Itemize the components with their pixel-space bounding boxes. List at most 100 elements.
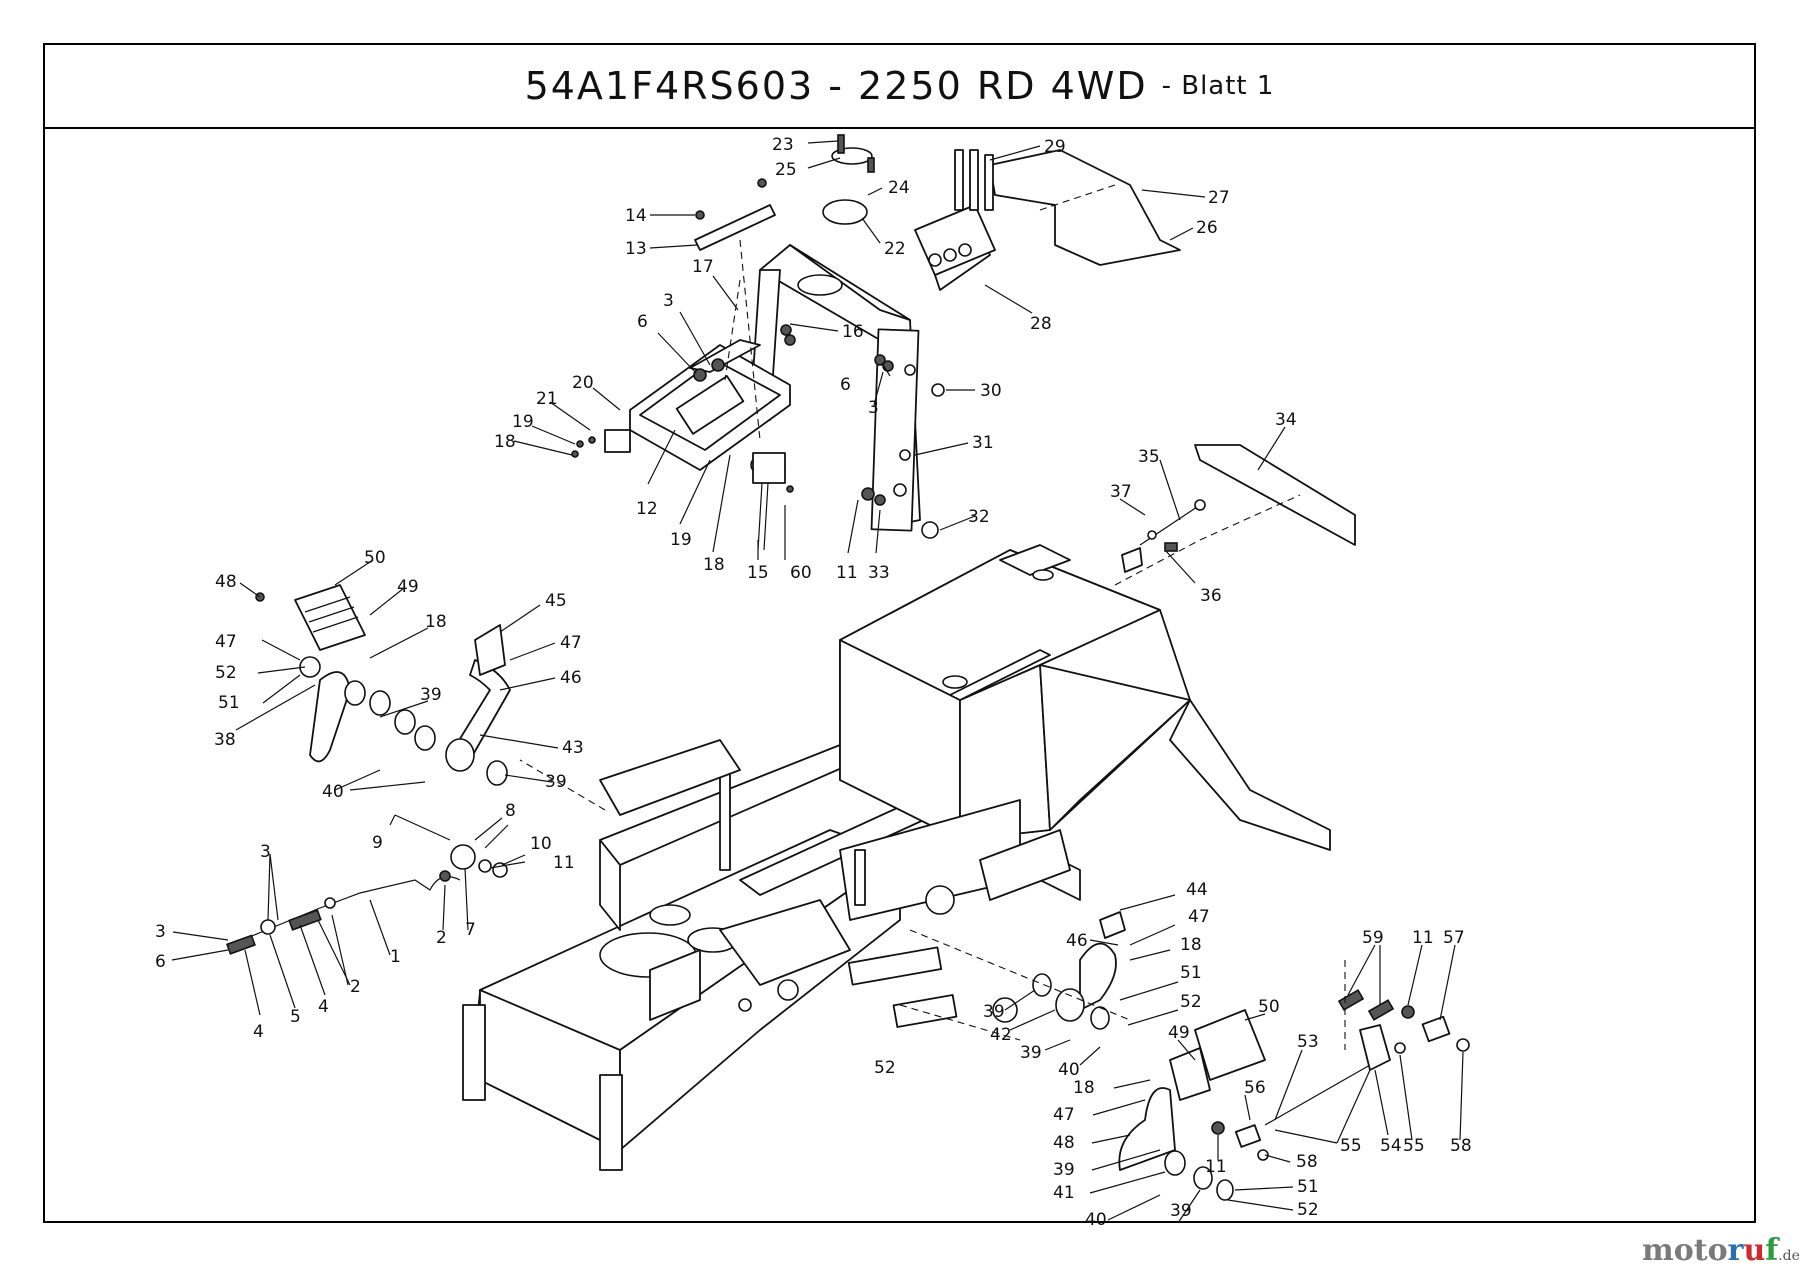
callout-56: 56 xyxy=(1244,1078,1266,1098)
callout-49-left: 49 xyxy=(397,577,419,597)
callout-7: 7 xyxy=(465,920,476,940)
callout-39-right-d: 39 xyxy=(1170,1201,1192,1221)
callout-2-right: 2 xyxy=(436,928,447,948)
callout-5: 5 xyxy=(290,1007,301,1027)
callout-2-left: 2 xyxy=(350,977,361,997)
callout-11-column: 11 xyxy=(836,563,858,583)
callout-44: 44 xyxy=(1186,880,1208,900)
callout-48-right: 48 xyxy=(1053,1133,1075,1153)
callout-58-left: 58 xyxy=(1296,1152,1318,1172)
callout-6-column: 6 xyxy=(840,375,851,395)
assembly-lines xyxy=(519,184,1346,1050)
callout-47-right-lower: 47 xyxy=(1053,1105,1075,1125)
footplate xyxy=(1194,444,1356,546)
callout-34: 34 xyxy=(1275,410,1297,430)
linkage-rod xyxy=(225,814,508,955)
callout-10: 10 xyxy=(530,834,552,854)
callout-13: 13 xyxy=(625,239,647,259)
callout-1: 1 xyxy=(390,947,401,967)
callout-47-left: 47 xyxy=(215,632,237,652)
sheet-label: - Blatt 1 xyxy=(1161,71,1275,101)
callout-3-spring-top: 3 xyxy=(260,842,271,862)
callout-53: 53 xyxy=(1297,1032,1319,1052)
callout-50-right: 50 xyxy=(1258,997,1280,1017)
callout-12: 12 xyxy=(636,499,658,519)
small-hardware xyxy=(571,324,1206,573)
watermark-part-a: moto xyxy=(1642,1233,1728,1268)
callout-45: 45 xyxy=(545,591,567,611)
callout-46-right: 46 xyxy=(1066,931,1088,951)
callout-43: 43 xyxy=(562,738,584,758)
callout-18-right-pedal: 18 xyxy=(1180,935,1202,955)
callout-59: 59 xyxy=(1362,928,1384,948)
callout-33: 33 xyxy=(868,563,890,583)
watermark-tld: .de xyxy=(1778,1248,1800,1264)
callout-51-left: 51 xyxy=(218,693,240,713)
callout-36: 36 xyxy=(1200,586,1222,606)
callout-46-left: 46 xyxy=(560,668,582,688)
callout-23: 23 xyxy=(772,135,794,155)
right-pedal-assembly xyxy=(1032,911,1470,1201)
callout-labels: 23 25 24 29 27 26 14 13 22 17 28 3 6 16 … xyxy=(155,135,1472,1230)
callout-28: 28 xyxy=(1030,314,1052,334)
callout-55-right: 55 xyxy=(1403,1136,1425,1156)
callout-6-battery: 6 xyxy=(637,312,648,332)
callout-39-left-top: 39 xyxy=(420,685,442,705)
drawing-frame: 54A1F4RS603 - 2250 RD 4WD - Blatt 1 xyxy=(43,43,1756,1223)
watermark-part-b: r xyxy=(1727,1233,1744,1268)
watermark-part-d: f xyxy=(1765,1233,1779,1268)
callout-35: 35 xyxy=(1138,447,1160,467)
callout-38: 38 xyxy=(214,730,236,750)
callout-48-left: 48 xyxy=(215,572,237,592)
callout-57: 57 xyxy=(1443,928,1465,948)
callout-26: 26 xyxy=(1196,218,1218,238)
callout-52-chassis: 52 xyxy=(874,1058,896,1078)
callout-39-left-bottom: 39 xyxy=(545,772,567,792)
callout-31: 31 xyxy=(972,433,994,453)
title-bar: 54A1F4RS603 - 2250 RD 4WD - Blatt 1 xyxy=(45,45,1754,129)
watermark-part-c: u xyxy=(1743,1233,1766,1268)
callout-16: 16 xyxy=(842,322,864,342)
callout-8: 8 xyxy=(505,801,516,821)
callout-4-right: 4 xyxy=(318,997,329,1017)
callout-39-right-b: 39 xyxy=(1020,1043,1042,1063)
callout-18-top: 18 xyxy=(494,432,516,452)
callout-52-right-lower: 52 xyxy=(1297,1200,1319,1220)
callout-50-left: 50 xyxy=(364,548,386,568)
callout-41: 41 xyxy=(1053,1183,1075,1203)
callout-55-left: 55 xyxy=(1340,1136,1362,1156)
callout-51-right-lower: 51 xyxy=(1297,1177,1319,1197)
callout-51-right: 51 xyxy=(1180,963,1202,983)
callout-19-top: 19 xyxy=(512,412,534,432)
callout-49-right: 49 xyxy=(1168,1023,1190,1043)
callout-40-right: 40 xyxy=(1058,1060,1080,1080)
callout-39-right-a: 39 xyxy=(983,1002,1005,1022)
callout-22: 22 xyxy=(884,239,906,259)
callout-3-battery: 3 xyxy=(663,291,674,311)
callout-18-bottom: 18 xyxy=(703,555,725,575)
callout-40-left: 40 xyxy=(322,782,344,802)
callout-18-right-lower: 18 xyxy=(1073,1078,1095,1098)
callout-14: 14 xyxy=(625,206,647,226)
callout-24: 24 xyxy=(888,178,910,198)
callout-15: 15 xyxy=(747,563,769,583)
callout-52-right: 52 xyxy=(1180,992,1202,1012)
callout-47-right: 47 xyxy=(560,633,582,653)
callout-42: 42 xyxy=(990,1025,1012,1045)
callout-20: 20 xyxy=(572,373,594,393)
callout-3-column: 3 xyxy=(868,398,879,418)
callout-58-right: 58 xyxy=(1450,1136,1472,1156)
callout-27: 27 xyxy=(1208,188,1230,208)
callout-11-right-b: 11 xyxy=(1205,1157,1227,1177)
callout-21: 21 xyxy=(536,389,558,409)
steering-column-support xyxy=(749,244,921,532)
callout-32: 32 xyxy=(968,507,990,527)
callout-37: 37 xyxy=(1110,482,1132,502)
callout-4-left: 4 xyxy=(253,1022,264,1042)
callout-47-right-pedal: 47 xyxy=(1188,907,1210,927)
callout-11-right-a: 11 xyxy=(1412,928,1434,948)
left-pedal-assembly xyxy=(255,584,511,786)
callout-60: 60 xyxy=(790,563,812,583)
callout-29: 29 xyxy=(1044,137,1066,157)
